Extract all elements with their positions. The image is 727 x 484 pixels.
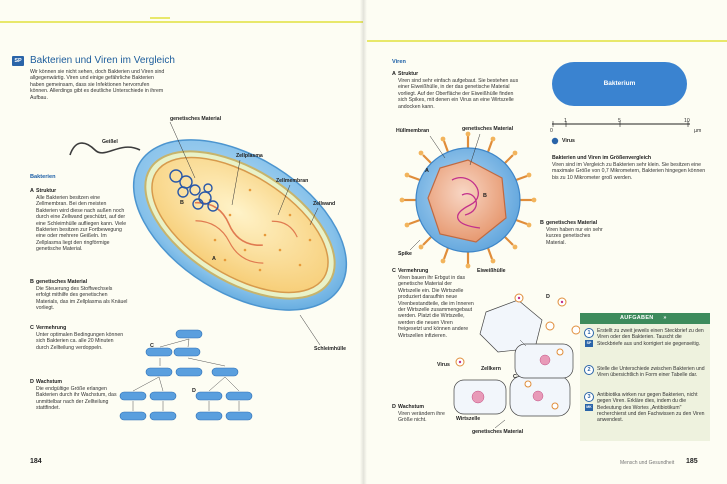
virus-block-b-letter: B [540,220,544,226]
block-b-heading: genetisches Material [36,279,88,285]
tasks-heading: AUFGABEN [620,315,654,321]
accent-line-right [367,40,727,42]
task-3-tag: MK [585,404,593,411]
accent-line [0,21,363,23]
scale-tick-1: 1 [564,118,567,124]
label-genetisches-material: genetisches Material [170,116,222,122]
scale-heading: Bakterien und Viren im Größenvergleich [552,155,652,161]
scale-text: Viren sind im Vergleich zu Bakterien seh… [552,162,706,181]
replication-letter-c: C [513,374,517,380]
task-1-tag: SP [585,340,593,347]
figure-letter-a: A [212,256,216,262]
virus-block-c-letter: C [392,268,396,274]
tasks-arrow-icon: » [663,315,667,321]
viren-heading: Viren [392,59,406,65]
virus-block-a-text: Viren sind sehr einfach aufgebaut. Sie b… [398,78,519,110]
label-zellplasma: Zellplasma [236,153,263,159]
page-number-right: 185 [686,458,698,465]
task-1-number: 1 [584,328,594,338]
task-2-text: Stelle die Unterschiede zwischen Bakteri… [597,366,705,379]
block-a-letter: A [30,188,34,194]
scale-tick-5: 5 [618,118,621,124]
label-wirtszelle: Wirtszelle [456,416,481,422]
label-geissel: Geißel [102,139,118,145]
footer-chapter: Mensch und Gesundheit [620,460,675,466]
intro-text: Wir können sie nicht sehen, doch Bakteri… [30,69,165,101]
bacterium-label: Bakterium [603,80,636,87]
virus-block-a-heading: Struktur [398,71,419,77]
label-genetisches-material-2: genetisches Material [472,429,524,435]
figure-letter-d: D [192,388,196,394]
label-schleimhuelle: Schleimhülle [314,346,346,352]
sp-badge: SP [12,56,24,66]
bakterien-heading: Bakterien [30,174,56,180]
figure-letter-c: C [150,343,154,349]
task-2-number: 2 [584,365,594,375]
label-zellkern: Zellkern [481,366,501,372]
virus-block-d-text: Viren verändern ihre Größe nicht. [398,411,445,424]
block-b-text: Die Steuerung des Stoffwechsels erfolgt … [36,286,128,312]
replication-letter-d: D [546,294,550,300]
task-1-text: Erstellt zu zweit jeweils einen Steckbri… [597,328,704,347]
label-eiweisshuelle: Eiweißhülle [477,268,506,274]
scale-unit: µm [694,128,702,134]
task-3-text: Antibiotika wirken nur gegen Bakterien, … [597,392,705,424]
accent-dash [150,17,170,19]
block-b-letter: B [30,279,34,285]
virus-block-b-heading: genetisches Material [546,220,598,226]
bacterium-capsule [552,62,687,106]
label-virus: Virus [437,362,450,368]
label-huellmembran: Hüllmembran [396,128,430,134]
virus-block-d-heading: Wachstum [398,404,425,410]
block-a-text: Alle Bakterien besitzen eine Zellmembran… [36,195,127,253]
geissel-line [69,142,141,156]
virus-block-c-heading: Vermehrung [398,268,429,274]
block-d-heading: Wachstum [36,379,63,385]
block-c-heading: Vermehrung [36,325,67,331]
gutter [360,0,367,484]
tasks-header: AUFGABEN » [580,313,710,324]
figure-letter-b: B [180,200,184,206]
block-c-text: Unter optimalen Bedingungen können sich … [36,332,124,351]
scale-virus-legend: Virus [562,138,575,144]
block-a-heading: Struktur [36,188,57,194]
tasks-box: AUFGABEN » 1 SP Erstellt zu zweit jeweil… [580,313,710,441]
block-d-text: Die endgültige Größe erlangen Bakterien … [36,386,117,412]
block-d-letter: D [30,379,34,385]
label-virus-genetisches-material: genetisches Material [462,126,514,132]
label-zellwand: Zellwand [313,201,336,207]
task-3-number: 3 [584,392,594,402]
label-zellmembran: Zellmembran [276,178,309,184]
virus-block-b-text: Viren haben nur ein sehr kurzes genetisc… [546,227,603,246]
virus-figure-letter-a: A [425,168,429,174]
virus-block-d-letter: D [392,404,396,410]
virus-figure-letter-b: B [483,193,487,199]
virus-block-a-letter: A [392,71,396,77]
scale-tick-10: 10 [684,118,690,124]
page-number-left: 184 [30,458,42,465]
label-spike: Spike [398,251,412,257]
page-title: Bakterien und Viren im Vergleich [30,55,175,66]
block-c-letter: C [30,325,34,331]
scale-tick-0: 0 [550,128,553,134]
bacterium-illustration [69,121,348,421]
virus-block-c-text: Viren bauen ihr Erbgut in das genetische… [398,275,474,339]
